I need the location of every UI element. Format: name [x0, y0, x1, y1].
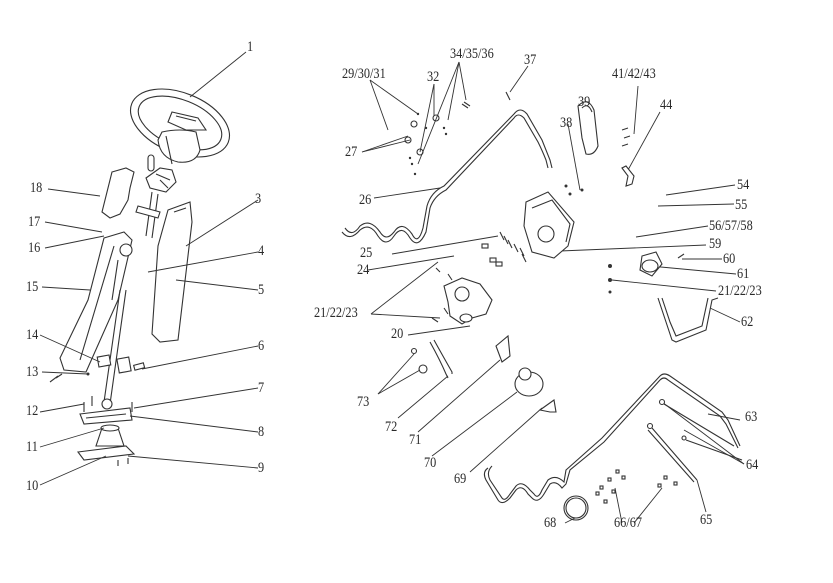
callout-68: 68 [544, 515, 557, 531]
callout-12: 12 [26, 403, 39, 419]
lower-shroud [151, 201, 193, 343]
callout-37: 37 [524, 52, 537, 68]
callout-9: 9 [258, 460, 265, 476]
callout-66-67: 66/67 [614, 515, 643, 531]
fasteners-upper [404, 91, 511, 176]
callout-11: 11 [26, 439, 38, 455]
intermediate-shaft [103, 289, 127, 405]
callout-16: 16 [28, 240, 41, 256]
callout-10: 10 [26, 478, 39, 494]
callout-6: 6 [258, 338, 265, 354]
callout-41-42-43: 41/42/43 [612, 66, 656, 82]
callout-32: 32 [427, 69, 440, 85]
callout-54: 54 [737, 177, 750, 193]
fasteners-66-67 [595, 469, 678, 504]
callout-69: 69 [454, 471, 467, 487]
steering-wheel [129, 88, 231, 165]
bracket-71 [495, 334, 511, 363]
callout-64: 64 [746, 457, 759, 473]
callout-24: 24 [357, 262, 370, 278]
callout-25: 25 [360, 245, 373, 261]
callout-55: 55 [735, 197, 748, 213]
callout-20: 20 [391, 326, 404, 342]
leader-lines-right [361, 61, 741, 336]
bracket-44 [621, 165, 635, 187]
callout-4: 4 [258, 243, 265, 259]
callout-17: 17 [28, 214, 41, 230]
callout-3: 3 [255, 191, 262, 207]
upper-shroud [101, 167, 135, 219]
callout-65: 65 [700, 512, 713, 528]
callout-38: 38 [560, 115, 573, 131]
callout-60: 60 [723, 251, 736, 267]
callout-34-35-36: 34/35/36 [450, 46, 494, 62]
leader-lines-left [39, 51, 259, 486]
callout-5: 5 [258, 282, 265, 298]
clamp-68 [563, 495, 589, 521]
callout-21-22-23-left: 21/22/23 [314, 305, 358, 321]
callout-61: 61 [737, 266, 750, 282]
callout-14: 14 [26, 327, 39, 343]
callout-8: 8 [258, 424, 265, 440]
column-bracket [59, 231, 133, 373]
pressure-pipe [341, 114, 549, 244]
callout-15: 15 [26, 279, 39, 295]
bracket-39 [577, 101, 599, 155]
callout-26: 26 [359, 192, 372, 208]
callout-39: 39 [578, 94, 591, 110]
callout-21-22-23-right: 21/22/23 [718, 283, 762, 299]
callout-29-30-31: 29/30/31 [342, 66, 386, 82]
callout-72: 72 [385, 419, 398, 435]
callout-27: 27 [345, 144, 358, 160]
callout-56-57-58: 56/57/58 [709, 218, 753, 234]
callout-70: 70 [424, 455, 437, 471]
callout-62: 62 [741, 314, 754, 330]
bracket-69 [538, 399, 557, 413]
valve-housing [523, 191, 575, 259]
fasteners-mid [481, 231, 527, 267]
callout-1: 1 [247, 39, 254, 55]
callout-44: 44 [660, 97, 673, 113]
leader-lines-lower [377, 353, 745, 524]
bracket-62 [657, 297, 719, 343]
callout-73: 73 [357, 394, 370, 410]
callout-13: 13 [26, 364, 39, 380]
callout-71: 71 [409, 432, 422, 448]
callout-7: 7 [258, 380, 265, 396]
callout-18: 18 [30, 180, 43, 196]
callout-59: 59 [709, 236, 722, 252]
combination-switch [145, 154, 177, 193]
callout-63: 63 [745, 409, 758, 425]
return-pipe [483, 377, 739, 504]
hose-72 [429, 339, 453, 379]
base-plate [76, 445, 136, 461]
